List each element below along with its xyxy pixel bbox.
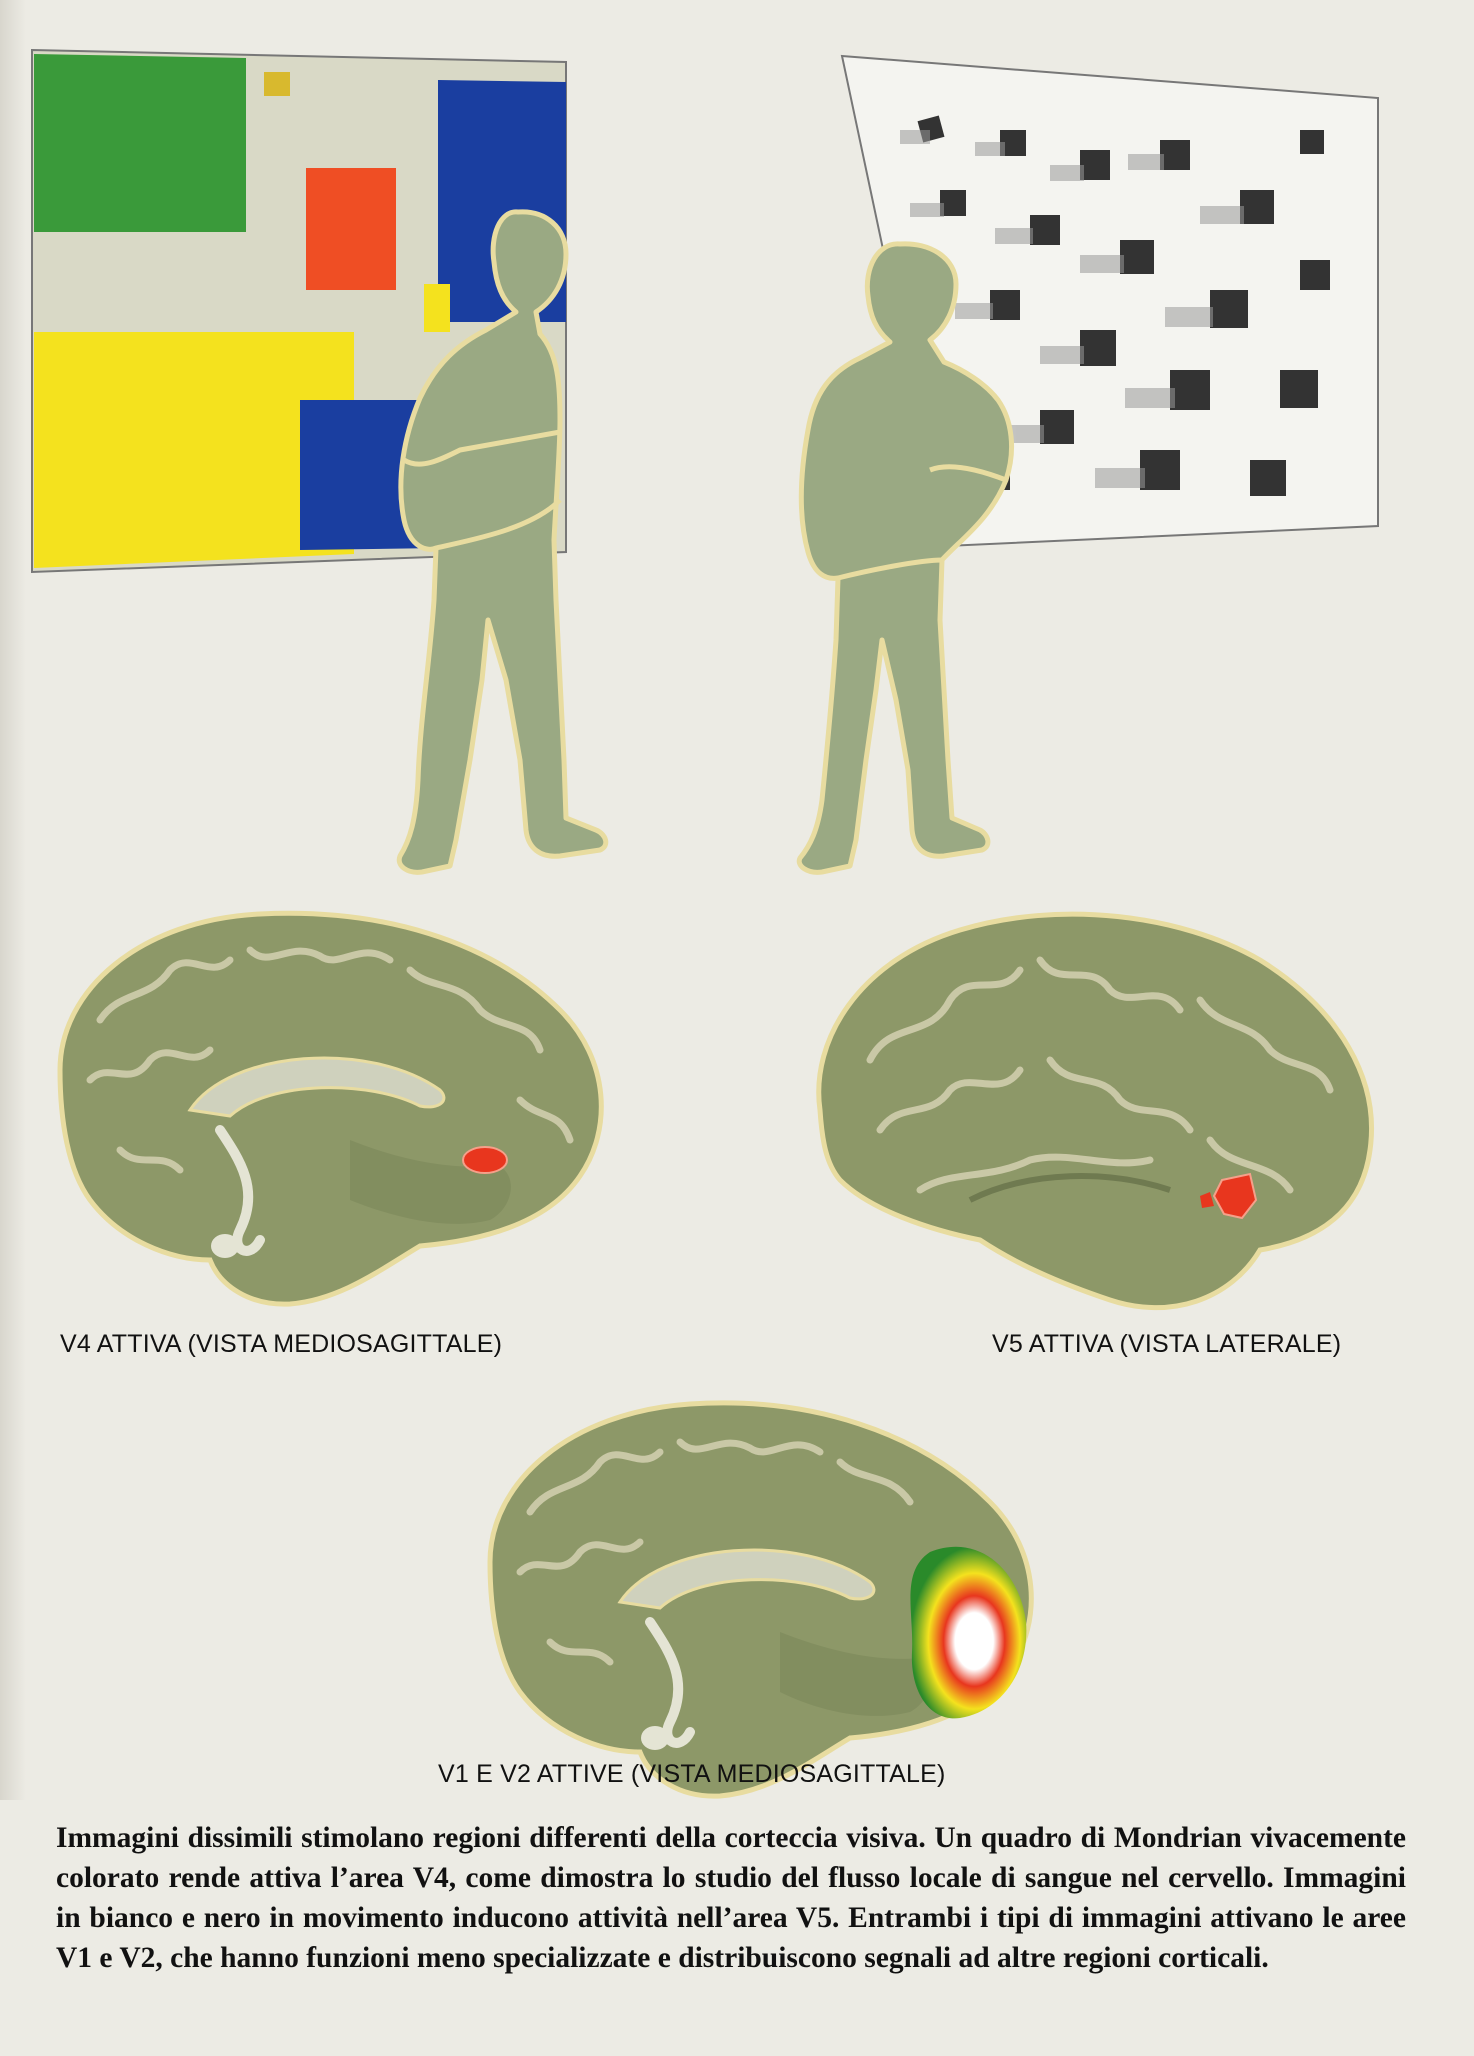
- viewer-man-left: [396, 209, 609, 875]
- viewer-man-right: [796, 241, 1015, 875]
- v5-activation-spot: [1212, 1172, 1258, 1220]
- viewers-illustration: [31, 48, 1379, 875]
- v1v2-activation-region: [910, 1546, 1027, 1719]
- label-v1v2: V1 E V2 ATTIVE (VISTA MEDIOSAGITTALE): [438, 1760, 946, 1788]
- brain-v5-lateral: [816, 911, 1374, 1311]
- label-v4: V4 ATTIVA (VISTA MEDIOSAGITTALE): [60, 1330, 503, 1358]
- brain-v1v2-mediosagittal: [487, 1400, 1034, 1799]
- brain-v4-mediosagittal: [57, 910, 604, 1307]
- figure-caption: Immagini dissimili stimolano regioni dif…: [56, 1822, 1406, 1974]
- v4-activation-spot: [462, 1146, 508, 1174]
- left-margin-strip: [0, 0, 26, 1800]
- label-v5: V5 ATTIVA (VISTA LATERALE): [992, 1330, 1342, 1358]
